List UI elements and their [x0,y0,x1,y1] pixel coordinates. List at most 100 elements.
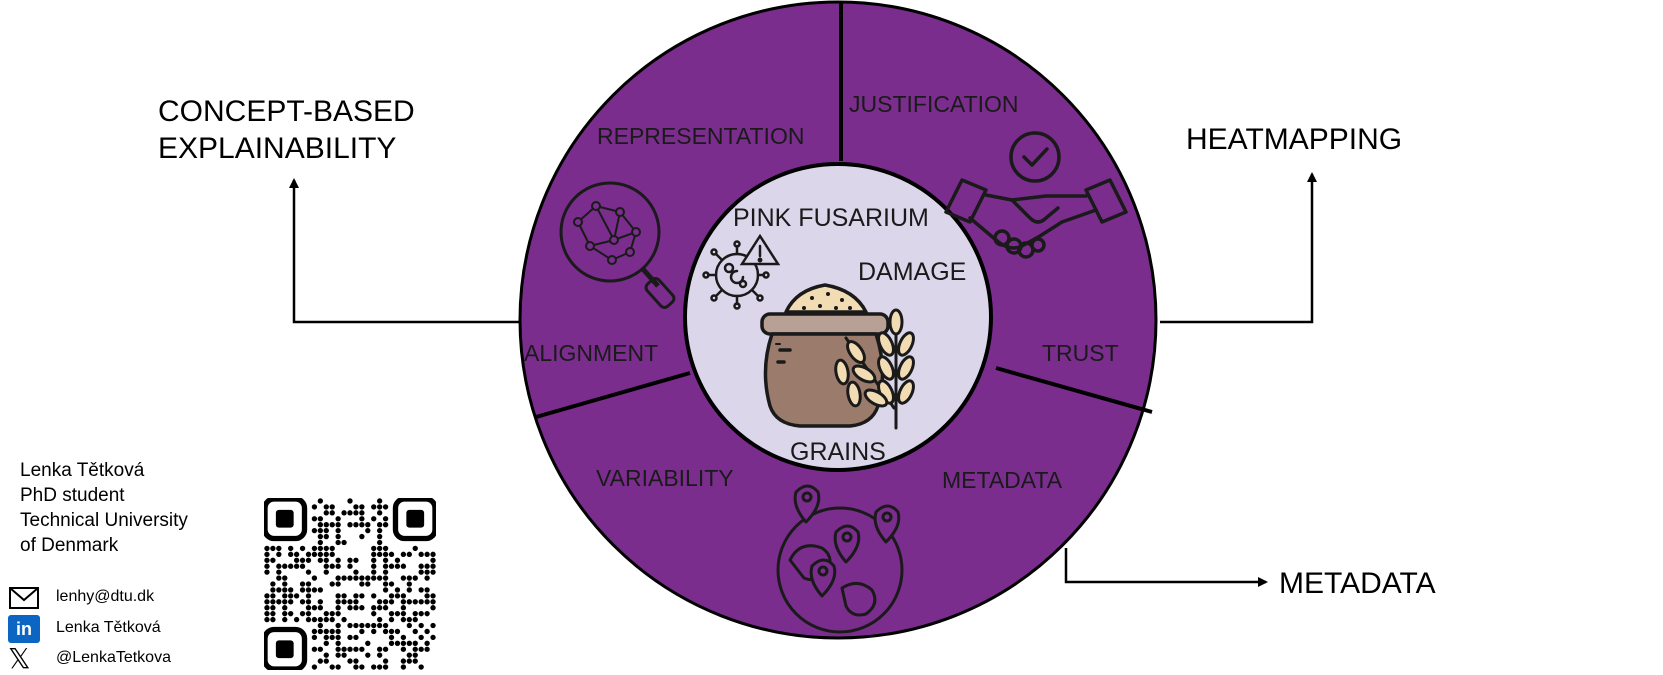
qr-module [406,551,412,558]
qr-module [412,616,418,623]
qr-module [359,575,365,581]
contact-linkedin[interactable]: Lenka Tětková [56,619,161,636]
qr-module [400,605,407,611]
qr-module [329,616,335,623]
qr-module [382,587,389,593]
arrow-heatmapping [1160,172,1317,324]
qr-module [347,634,353,641]
qr-module [323,504,329,510]
qr-module [335,664,341,670]
qr-module [276,551,282,558]
qr-module [376,545,383,552]
qr-module [311,664,318,670]
qr-module [335,575,341,581]
qr-module [365,527,371,534]
qr-module [317,605,324,611]
qr-module [317,516,324,522]
qr-module [347,563,353,569]
qr-finder-pattern [264,498,308,542]
qr-module [341,652,347,658]
qr-module [264,616,270,623]
outcome-metadata: METADATA [1279,567,1436,600]
qr-module [418,610,424,617]
qr-module [376,510,383,516]
qr-module [317,599,324,605]
qr-module [424,610,430,617]
qr-module [365,575,371,581]
qr-module [400,575,407,581]
qr-module [376,605,383,611]
qr-module [341,510,347,516]
qr-module [394,557,401,563]
qr-module [359,533,365,540]
qr-module [335,652,341,658]
globe-pins-icon [776,484,904,634]
qr-module [311,616,318,623]
contact-x-row[interactable]: 𝕏 @LenkaTetkova [8,645,238,675]
qr-module [359,516,365,522]
qr-module [305,569,312,575]
qr-module [329,581,335,587]
qr-module [406,622,412,629]
divider-right [995,366,1153,414]
contact-affiliation-line1: Technical University [20,510,188,531]
qr-module [376,575,383,581]
qr-module [335,522,341,528]
qr-code[interactable] [264,498,436,670]
qr-module [388,634,395,641]
qr-module [317,622,324,629]
arrow-concept-explainability [289,178,521,324]
qr-module [365,640,371,646]
qr-module [424,563,430,569]
qr-module [376,652,383,658]
qr-module [282,581,288,587]
qr-module [311,527,318,534]
qr-module [299,557,306,563]
qr-module [317,522,324,528]
qr-module [376,664,383,670]
qr-module [406,575,412,581]
qr-module [418,569,424,575]
qr-module [371,622,377,629]
contact-linkedin-row[interactable]: in Lenka Tětková [8,615,238,645]
qr-module [323,545,329,552]
qr-module [335,527,341,534]
qr-module [335,605,341,611]
qr-module [264,545,270,552]
qr-module [329,504,335,510]
qr-module [335,557,341,563]
qr-module [293,593,300,599]
qr-module [382,658,389,664]
qr-module [299,563,306,569]
qr-module [365,522,371,528]
qr-module [406,587,412,593]
qr-module [270,557,276,563]
qr-module [311,605,318,611]
qr-module [347,646,353,652]
qr-module [365,622,371,629]
contact-x-handle[interactable]: @LenkaTetkova [56,649,171,666]
qr-module [353,522,359,528]
qr-module [382,599,389,605]
qr-module [424,628,430,635]
qr-module [317,557,324,563]
qr-module [388,616,395,623]
qr-module [371,664,377,670]
qr-module [317,498,324,504]
qr-module [376,551,383,558]
qr-module [311,587,318,593]
qr-module [359,622,365,629]
qr-module [323,510,329,516]
contact-email-row[interactable]: lenhy@dtu.dk [8,584,238,614]
qr-module [353,599,359,605]
qr-module [335,646,341,652]
qr-finder-pattern [392,498,436,542]
qr-module [335,610,341,617]
contact-email[interactable]: lenhy@dtu.dk [56,588,155,605]
qr-module [288,563,294,569]
contact-name: Lenka Tětková [20,460,145,481]
qr-module [394,610,401,617]
qr-module [323,658,329,664]
qr-module [341,593,347,599]
